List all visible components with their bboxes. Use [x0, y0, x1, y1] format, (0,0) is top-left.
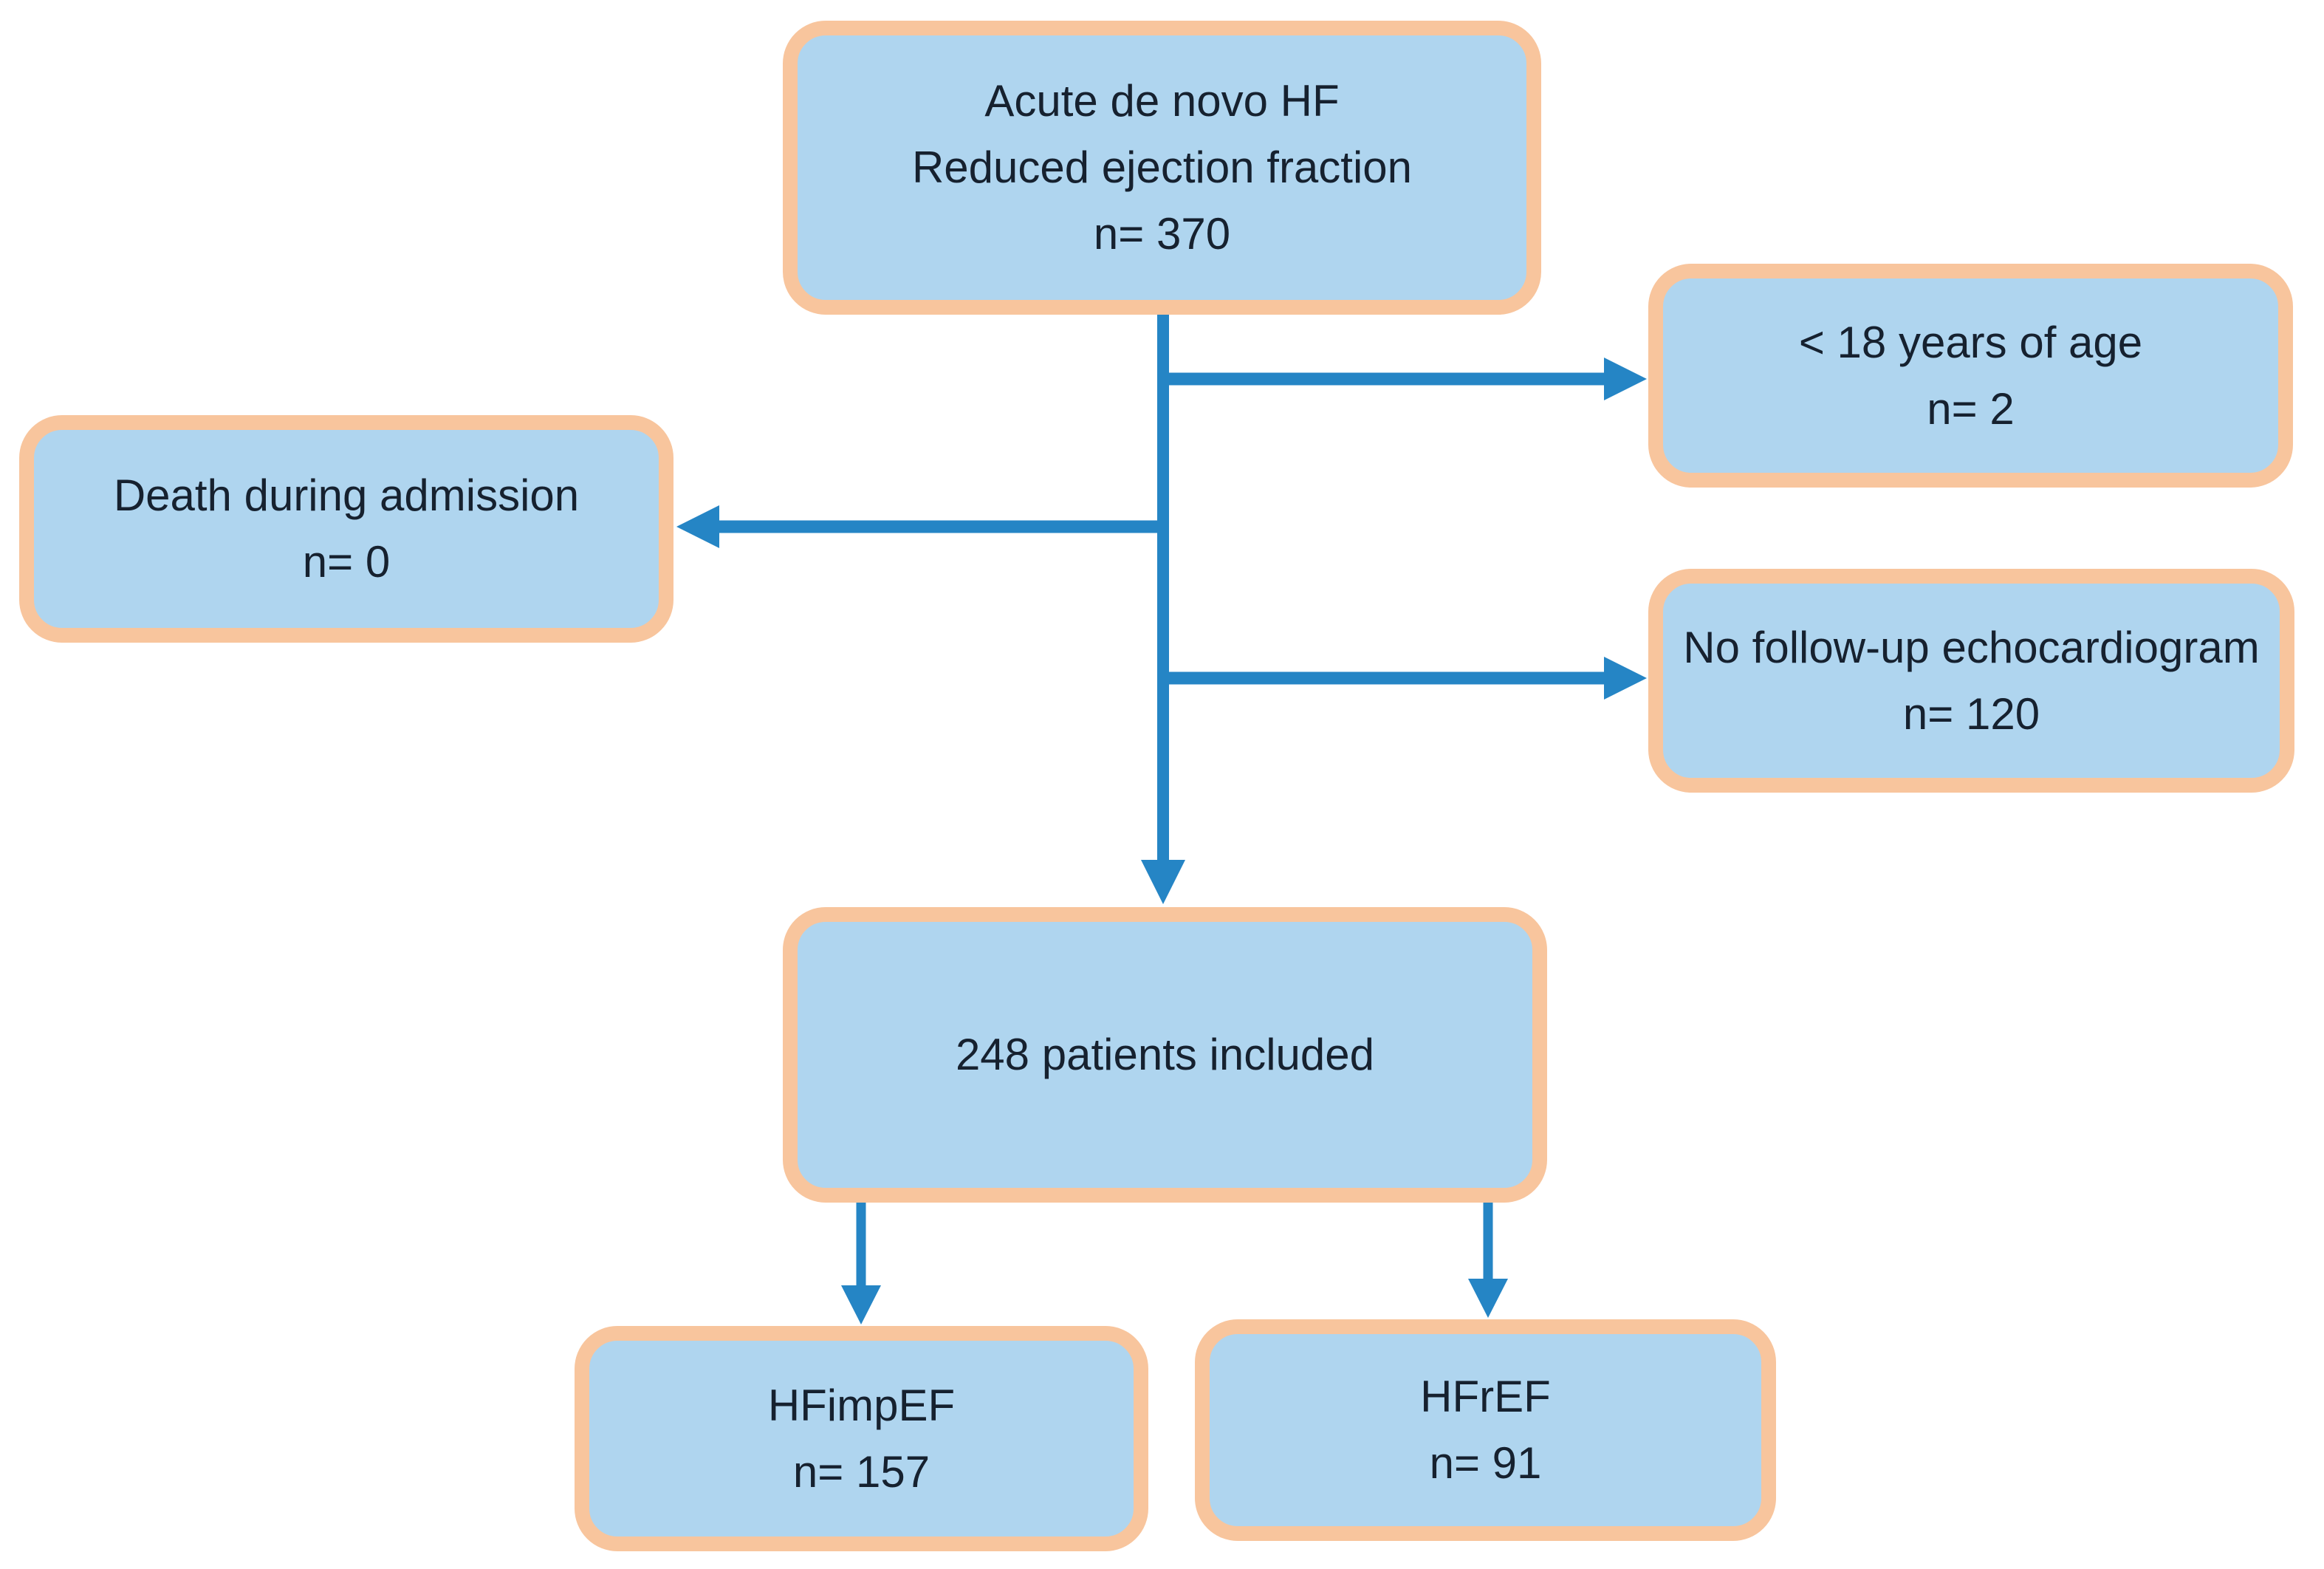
node-hfimpef: HFimpEF n= 157: [575, 1326, 1148, 1551]
node-excluded-age-count: n= 2: [1927, 383, 2015, 434]
node-source-line-1: Acute de novo HF: [984, 76, 1340, 126]
arrow-included-to-hfref: [1468, 1203, 1508, 1318]
node-source-count: n= 370: [1093, 209, 1231, 259]
node-excluded-echo: No follow-up echocardiogram n= 120: [1648, 569, 2294, 793]
arrow-to-excluded-echo: [1163, 657, 1647, 700]
arrow-included-to-hfimpef: [841, 1203, 881, 1324]
arrow-to-excluded-death: [676, 505, 1163, 548]
node-hfimpef-label: HFimpEF: [767, 1380, 956, 1430]
arrow-to-excluded-age: [1163, 358, 1647, 400]
node-source: Acute de novo HF Reduced ejection fracti…: [783, 21, 1541, 315]
node-excluded-age-label: < 18 years of age: [1798, 317, 2143, 367]
node-excluded-death-label: Death during admission: [113, 471, 580, 520]
node-hfref: HFrEF n= 91: [1195, 1319, 1776, 1541]
node-included-label: 248 patients included: [955, 1030, 1375, 1079]
node-excluded-death-count: n= 0: [302, 537, 391, 587]
arrow-source-to-included: [1141, 313, 1185, 904]
node-excluded-death: Death during admission n= 0: [19, 415, 673, 643]
node-source-line-2: Reduced ejection fraction: [911, 143, 1413, 192]
node-hfref-count: n= 91: [1429, 1438, 1542, 1488]
node-hfimpef-count: n= 157: [792, 1446, 930, 1497]
node-included: 248 patients included: [783, 907, 1547, 1203]
node-excluded-echo-label: No follow-up echocardiogram: [1683, 622, 2260, 672]
node-excluded-age: < 18 years of age n= 2: [1648, 264, 2293, 488]
node-hfref-label: HFrEF: [1420, 1372, 1551, 1421]
node-excluded-echo-count: n= 120: [1902, 688, 2040, 739]
